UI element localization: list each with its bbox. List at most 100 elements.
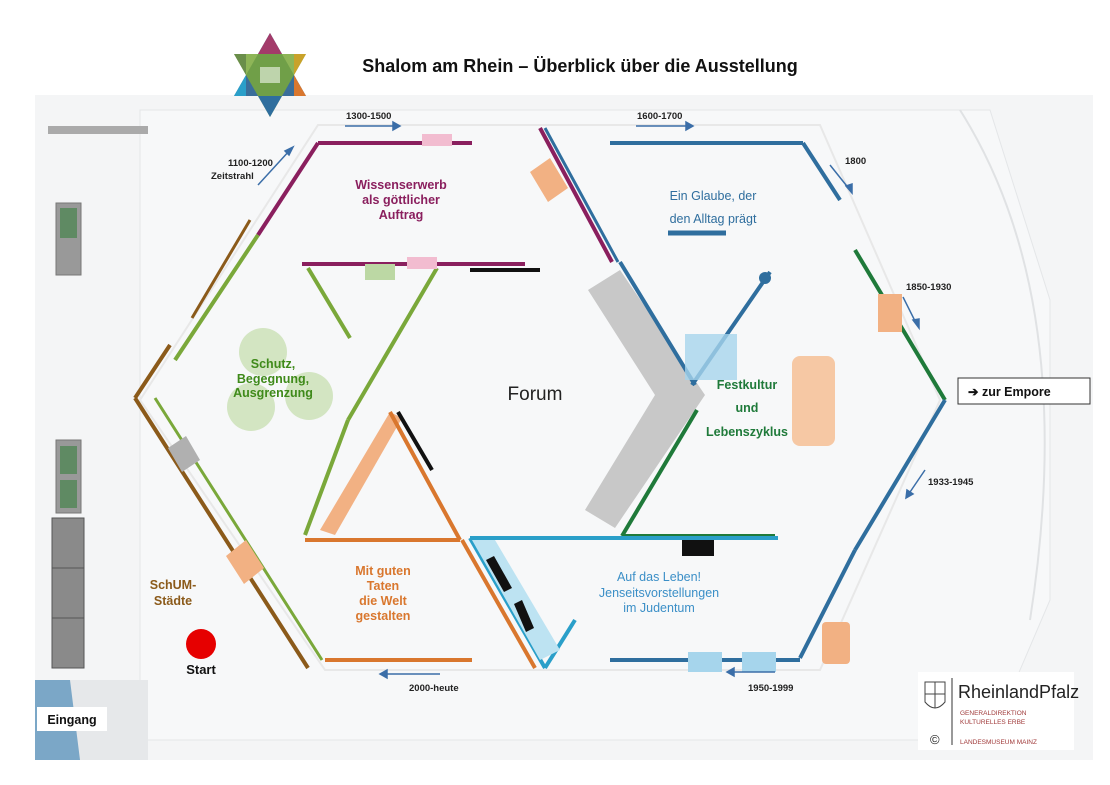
- segment-black-bar-a: [396, 410, 434, 472]
- stand-pink-inner: [407, 257, 437, 269]
- label-section-glaube: Ein Glaube, der den Alltag prägt: [670, 189, 757, 226]
- period-1933: 1933-1945: [928, 477, 974, 488]
- svg-text:und: und: [736, 401, 759, 415]
- start-label: Start: [186, 662, 216, 677]
- orange-stand: [320, 412, 402, 535]
- svg-text:SchUM-: SchUM-: [150, 578, 197, 592]
- stand-black-bottom: [682, 540, 714, 556]
- svg-text:gestalten: gestalten: [356, 609, 411, 623]
- stand-pink-top: [422, 134, 452, 146]
- hexagon-outline: [138, 124, 942, 671]
- stand-cyan-a: [688, 652, 722, 672]
- svg-text:Schutz,: Schutz,: [251, 357, 295, 371]
- segment-purple-right-diag: [538, 127, 614, 263]
- period-1300: 1300-1500: [346, 111, 391, 122]
- segment-green-v-left: [306, 266, 352, 340]
- stand-green-inner: [365, 264, 395, 280]
- label-section-wissen: Wissenserwerb als göttlicher Auftrag: [355, 178, 447, 222]
- empore-box: [957, 377, 1091, 405]
- svg-text:Ausgrenzung: Ausgrenzung: [233, 386, 313, 400]
- area-circle-2: [227, 383, 275, 431]
- period-1600: 1600-1700: [637, 111, 682, 122]
- segment-brown-outer-left: [190, 219, 252, 319]
- segment-blue-upper-right: [801, 141, 842, 202]
- segment-darkgreen-diag: [620, 408, 699, 538]
- plan-right-arc: [959, 109, 1046, 621]
- rlp-copyright: ©: [930, 732, 940, 747]
- entrance-box: [37, 707, 107, 731]
- segment-orange-diag-2: [388, 411, 462, 541]
- plan-door-1-panel: [60, 208, 77, 238]
- start-marker: [186, 629, 216, 659]
- stand-orange-right: [878, 294, 902, 332]
- svg-text:Festkultur: Festkultur: [717, 378, 778, 392]
- plan-wall-top: [48, 126, 148, 134]
- label-section-taten: Mit guten Taten die Welt gestalten: [355, 564, 411, 623]
- rlp-logo-line2: KULTURELLES ERBE: [960, 719, 1026, 726]
- stand-orange-top: [530, 158, 568, 202]
- segment-green-outer-left: [173, 233, 260, 362]
- arrows: [257, 120, 926, 680]
- svg-text:Mit guten: Mit guten: [355, 564, 411, 578]
- svg-text:die Welt: die Welt: [359, 594, 408, 608]
- svg-text:Taten: Taten: [367, 579, 399, 593]
- stand-orange-large: [792, 356, 835, 446]
- rlp-crest-icon: [924, 681, 946, 709]
- area-circle-3: [285, 372, 333, 420]
- segment-blue-right-diag: [543, 127, 620, 263]
- svg-text:den Alltag prägt: den Alltag prägt: [670, 212, 757, 226]
- plan-door-2-panel-a: [60, 446, 77, 474]
- svg-text:als göttlicher: als göttlicher: [362, 193, 440, 207]
- forum-chevron: [585, 270, 705, 528]
- segment-green-v-right: [346, 266, 439, 422]
- stand-orange-left: [226, 540, 264, 584]
- svg-text:im Judentum: im Judentum: [623, 601, 695, 615]
- label-section-schutz: Schutz, Begegnung, Ausgrenzung: [233, 357, 313, 400]
- period-2000: 2000-heute: [409, 683, 459, 694]
- empore-label: ➔ zur Empore: [968, 385, 1051, 399]
- period-labels: 1100-1200 Zeitstrahl 1300-1500 1600-1700…: [211, 111, 974, 694]
- label-section-leben: Auf das Leben! Jenseitsvorstellungen im …: [599, 570, 719, 615]
- label-section-fest: Festkultur und Lebenszyklus: [706, 378, 788, 439]
- segment-green-right-bottom: [853, 398, 947, 552]
- area-circle-1: [239, 328, 287, 376]
- segment-brown-left-top: [133, 343, 172, 400]
- segment-orange-diag: [460, 539, 537, 669]
- plan-lockers: [51, 517, 85, 669]
- stand-orange-lower-right: [822, 622, 850, 664]
- period-1950: 1950-1999: [748, 683, 793, 694]
- segment-blue-right-lower: [798, 549, 857, 659]
- period-1100: 1100-1200: [228, 158, 273, 169]
- svg-text:Wissenserwerb: Wissenserwerb: [355, 178, 447, 192]
- svg-text:Auftrag: Auftrag: [379, 208, 423, 222]
- svg-text:Städte: Städte: [154, 594, 192, 608]
- stand-cyan-b: [742, 652, 776, 672]
- entrance-label: Eingang: [47, 713, 96, 727]
- period-zeitstrahl: Zeitstrahl: [211, 171, 254, 182]
- label-section-schum: SchUM- Städte: [150, 578, 197, 608]
- svg-text:Begegnung,: Begegnung,: [237, 372, 309, 386]
- star-logo: [234, 33, 306, 117]
- period-1800: 1800: [845, 156, 866, 167]
- stand-grey-left: [168, 436, 200, 472]
- segment-purple-left-diag: [256, 141, 320, 237]
- stand-black-b: [514, 600, 534, 632]
- segment-brown-left-bottom: [133, 396, 310, 670]
- segment-green-v-lower: [303, 419, 350, 536]
- rlp-logo-name: RheinlandPfalz: [958, 682, 1079, 702]
- rlp-logo-line3: LANDESMUSEUM MAINZ: [960, 739, 1037, 746]
- label-center-forum: Forum: [508, 384, 563, 405]
- page-title: Shalom am Rhein – Überblick über die Aus…: [362, 56, 798, 76]
- svg-text:Lebenszyklus: Lebenszyklus: [706, 425, 788, 439]
- stand-display-screen: [685, 334, 737, 380]
- period-1850: 1850-1930: [906, 282, 951, 293]
- segment-cyan-diag-b: [543, 618, 577, 670]
- stand-black-a: [486, 556, 512, 592]
- stand-blue-dot: [759, 272, 771, 284]
- segment-blue-inner-diag: [618, 260, 697, 387]
- svg-text:Auf das Leben!: Auf das Leben!: [617, 570, 701, 584]
- svg-text:Jenseitsvorstellungen: Jenseitsvorstellungen: [599, 586, 719, 600]
- rlp-logo-line1: GENERALDIREKTION: [960, 710, 1027, 717]
- svg-text:Ein Glaube, der: Ein Glaube, der: [670, 189, 757, 203]
